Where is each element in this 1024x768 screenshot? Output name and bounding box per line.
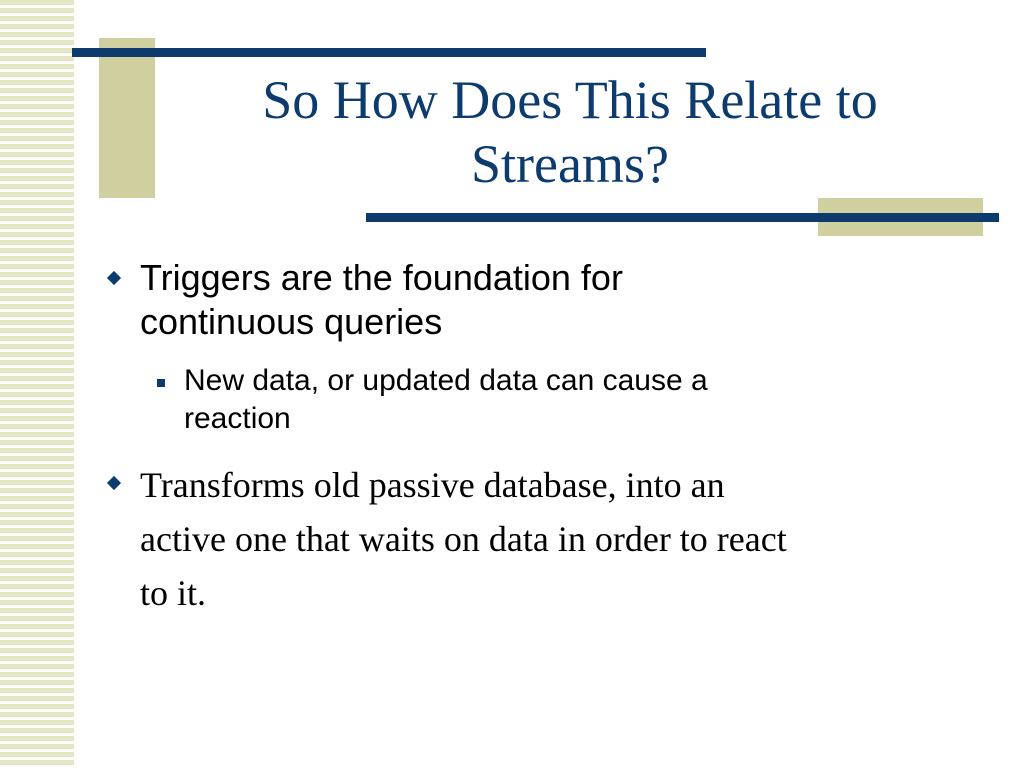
striped-margin-decoration (0, 0, 74, 768)
sub-bullet-text-line: New data, or updated data can cause a (184, 364, 708, 397)
slide-title-line-2: Streams? (471, 134, 669, 194)
slide-title: So How Does This Relate to Streams? (160, 68, 980, 196)
diamond-bullet-icon (106, 270, 122, 286)
square-bullet-icon (157, 379, 165, 387)
diamond-bullet-icon (106, 475, 122, 491)
bullet-item-triggers: Triggers are the foundation for continuo… (100, 256, 980, 344)
slide-title-line-1: So How Does This Relate to (262, 70, 878, 130)
bullet-text-line: Transforms old passive database, into an (140, 465, 725, 505)
bullet-text-line: continuous queries (140, 301, 443, 342)
bullet-text-line: Triggers are the foundation for (140, 257, 623, 298)
title-rule-bottom (366, 213, 999, 222)
sub-bullet-text-line: reaction (184, 402, 291, 435)
title-accent-block-left (99, 38, 155, 198)
sub-bullet-item-new-data: New data, or updated data can cause a re… (100, 362, 980, 438)
bullet-item-transforms: Transforms old passive database, into an… (100, 458, 980, 620)
slide-body: Triggers are the foundation for continuo… (100, 256, 980, 620)
bullet-text-line: to it. (140, 573, 207, 613)
title-rule-top (72, 48, 706, 57)
bullet-text-line: active one that waits on data in order t… (140, 519, 787, 559)
